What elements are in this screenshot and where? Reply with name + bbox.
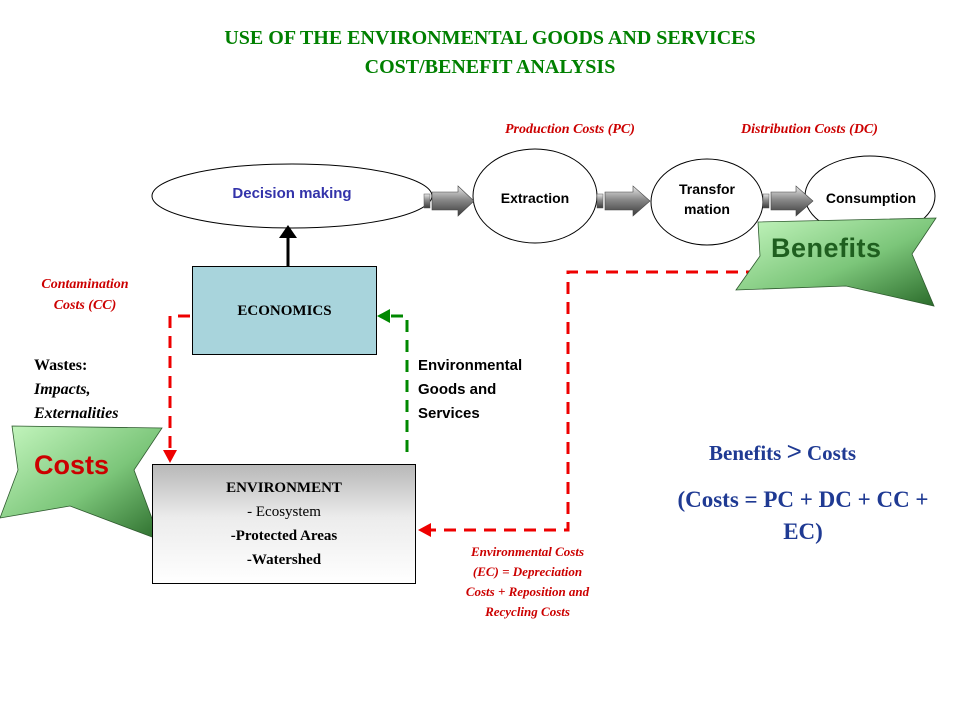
environmental-costs-line-3: Costs + Reposition and — [465, 584, 590, 599]
benefits-badge-shape — [735, 217, 937, 307]
contamination-costs-line-1: Contamination — [41, 277, 129, 292]
environmental-costs-line-1: Environmental Costs — [470, 544, 585, 559]
costs-formula-line-1: (Costs = PC + DC + CC + — [677, 487, 929, 512]
title-line-1: USE OF THE ENVIRONMENTAL GOODS AND SERVI… — [224, 27, 756, 49]
contamination-costs-flow — [168, 314, 190, 452]
environmental-costs-label: Environmental Costs (EC) = Depreciation … — [425, 542, 630, 622]
environmental-costs-line-2: (EC) = Depreciation — [472, 564, 583, 579]
greater-than-sign: > — [786, 436, 802, 466]
consumption-label: Consumption — [825, 190, 917, 206]
environment-title: ENVIRONMENT — [226, 480, 342, 496]
wastes-line-2: Impacts, — [34, 381, 91, 398]
transformation-label-line-1: Transfor — [678, 181, 735, 197]
flow-arrow-transformation-consumption — [762, 185, 814, 217]
summary-benefits-word: Benefits — [709, 441, 782, 465]
environment-box: ENVIRONMENT - Ecosystem -Protected Areas… — [152, 464, 416, 584]
costs-badge-shape — [0, 425, 163, 541]
summary-costs-word: Costs — [807, 441, 857, 465]
extraction-label: Extraction — [500, 190, 570, 206]
production-costs-label: Production Costs (PC) — [505, 122, 635, 137]
wastes-line-3: Externalities — [34, 405, 119, 422]
costs-formula: (Costs = PC + DC + CC + EC) — [646, 484, 960, 548]
environmental-goods-line-3: Services — [418, 405, 480, 422]
wastes-line-1: Wastes: — [34, 357, 88, 374]
decision-making-label: Decision making — [232, 185, 352, 202]
transformation-label: Transfor mation — [651, 179, 763, 219]
benefits-badge-label: Benefits — [771, 233, 882, 263]
environmental-goods-flow — [388, 314, 409, 452]
environmental-goods-line-1: Environmental — [418, 357, 523, 374]
environment-item-protected-areas: -Protected Areas — [230, 528, 338, 544]
wastes-label: Wastes: Impacts, Externalities — [34, 354, 118, 426]
environmental-goods-label: Environmental Goods and Services — [418, 354, 522, 426]
contamination-costs-line-2: Costs (CC) — [53, 298, 117, 313]
environmental-costs-line-4: Recycling Costs — [485, 604, 570, 619]
distribution-costs-label: Distribution Costs (DC) — [741, 122, 878, 137]
environment-item-ecosystem: - Ecosystem — [247, 504, 321, 520]
flow-arrow-decision-extraction — [423, 185, 475, 217]
flow-arrow-extraction-transformation — [596, 185, 651, 217]
page-title: USE OF THE ENVIRONMENTAL GOODS AND SERVI… — [100, 24, 880, 82]
costs-formula-line-2: EC) — [783, 519, 823, 544]
costs-badge-label: Costs — [34, 450, 110, 480]
title-line-2: COST/BENEFIT ANALYSIS — [364, 56, 616, 78]
environment-item-watershed: -Watershed — [246, 552, 322, 568]
economics-box: ECONOMICS — [192, 266, 377, 355]
benefits-vs-costs: Benefits > Costs — [709, 436, 856, 467]
environmental-goods-line-2: Goods and — [418, 381, 497, 398]
contamination-costs-label: Contamination Costs (CC) — [10, 274, 160, 316]
transformation-label-line-2: mation — [684, 201, 730, 217]
